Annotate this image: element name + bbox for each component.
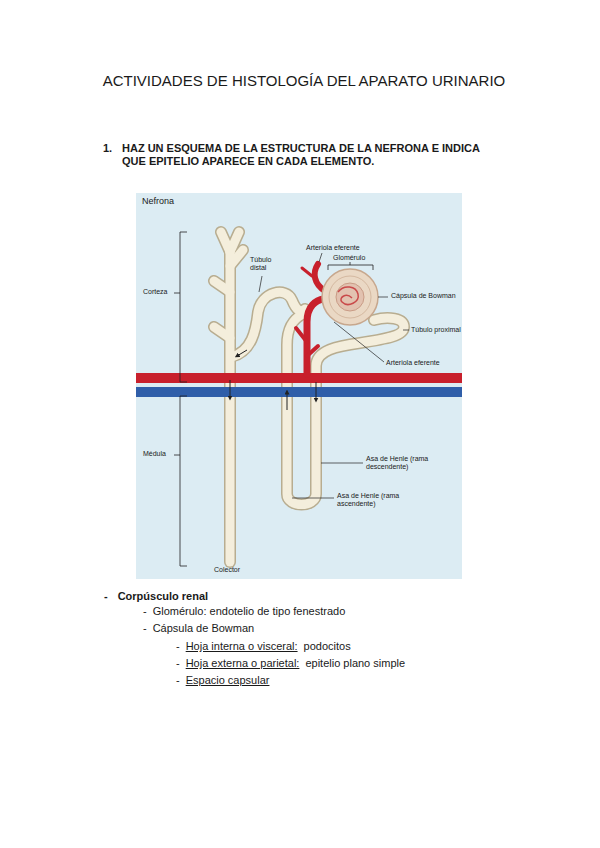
list-item: Espacio capsular <box>186 674 270 687</box>
part-label: Arteriola eferente <box>306 244 360 252</box>
artery-band <box>136 373 462 383</box>
list-row: -Glomérulo: endotelio de tipo fenestrado <box>143 605 345 618</box>
part-label: Túbulo proximal <box>411 326 461 334</box>
bullet: - <box>176 657 180 670</box>
region-label: Corteza <box>143 288 168 296</box>
list-item: Cápsula de Bowman <box>153 622 255 635</box>
page-title: ACTIVIDADES DE HISTOLOGÍA DEL APARATO UR… <box>4 72 600 90</box>
question-text: HAZ UN ESQUEMA DE LA ESTRUCTURA DE LA NE… <box>122 142 487 168</box>
part-label: Cápsula de Bowman <box>391 292 456 300</box>
bullet: - <box>104 590 108 603</box>
figure-ground <box>136 193 462 579</box>
question-number: 1. <box>103 142 112 155</box>
part-label: Glomérulo <box>333 254 365 262</box>
list-item: Glomérulo: endotelio de tipo fenestrado <box>153 605 346 618</box>
flow-arrows <box>230 350 316 410</box>
part-label: Colector <box>214 566 240 574</box>
bullet: - <box>176 674 180 687</box>
bullet: - <box>176 640 180 653</box>
bullet: - <box>143 605 147 618</box>
list-item: Hoja interna o visceral: <box>186 640 298 653</box>
list-row: -Espacio capsular <box>176 674 269 687</box>
arterioles <box>296 264 325 374</box>
part-label: Asa de Henle (rama descendente) <box>366 455 436 472</box>
figure-title: Nefrona <box>142 196 174 207</box>
list-row: -Cápsula de Bowman <box>143 622 254 635</box>
list-item: podocitos <box>304 640 351 653</box>
list-row: -Corpúsculo renal <box>104 590 208 603</box>
part-label: Arteriola eferente <box>386 359 440 367</box>
bullet: - <box>143 622 147 635</box>
part-label: Túbulo distal <box>250 256 272 273</box>
list-item: epitelio plano simple <box>305 657 405 670</box>
region-label: Médula <box>143 450 166 458</box>
list-row: -Hoja interna o visceral: podocitos <box>176 640 351 653</box>
brackets <box>174 232 373 566</box>
list-row: -Hoja externa o parietal: epitelio plano … <box>176 657 405 670</box>
list-item: Corpúsculo renal <box>118 590 208 603</box>
list-item: Hoja externa o parietal: <box>186 657 300 670</box>
glomerulus <box>322 269 378 325</box>
vein-band <box>136 387 462 397</box>
part-label: Asa de Henle (rama ascendente) <box>337 492 407 509</box>
